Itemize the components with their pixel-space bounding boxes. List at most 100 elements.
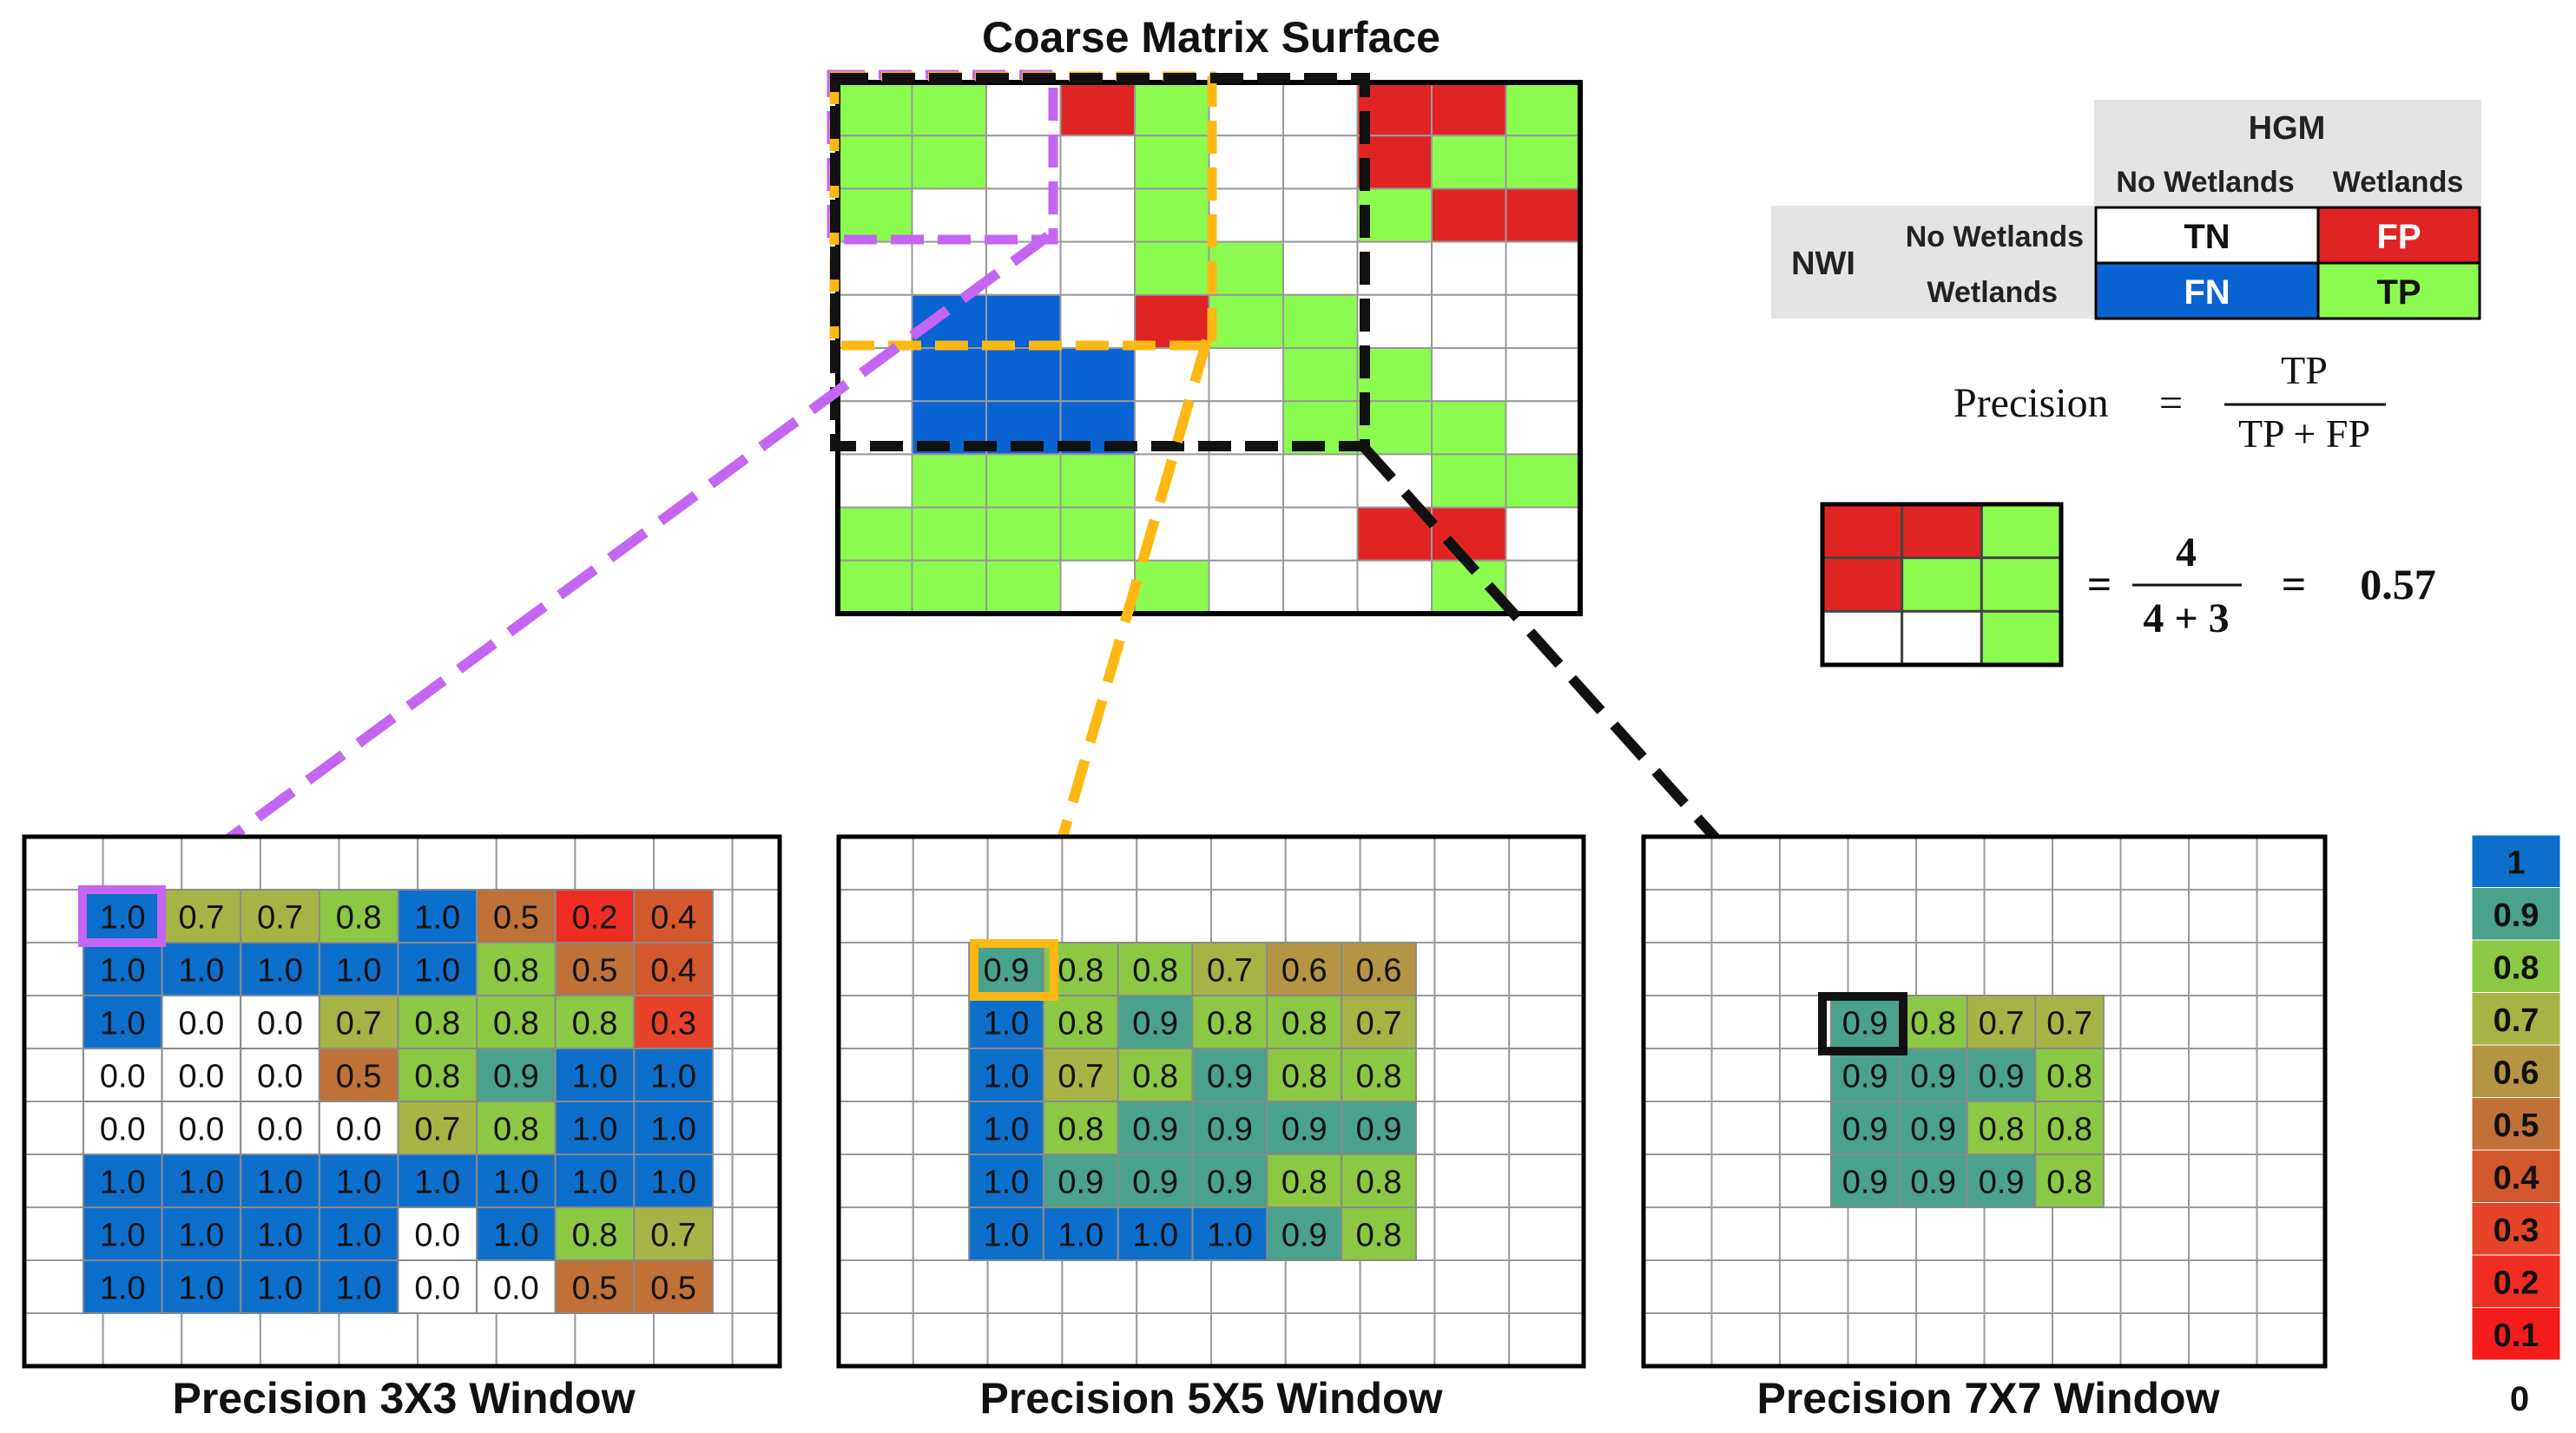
grid-cell <box>1779 836 1849 891</box>
precision-cell <box>397 942 478 996</box>
example-cell <box>1821 609 1904 667</box>
precision-cell <box>1117 1101 1194 1155</box>
grid-cell <box>1508 889 1584 943</box>
fn-cell <box>2094 261 2320 320</box>
grid-cell <box>731 1206 781 1261</box>
precision-value: 1.0 <box>572 1165 618 1201</box>
precision-cell <box>82 1206 163 1261</box>
grid-cell <box>181 1312 261 1367</box>
grid-cell <box>417 836 497 891</box>
precision-value: 0.9 <box>984 953 1030 989</box>
confusion-legend: HGM No Wetlands Wetlands NWI No Wetlands… <box>1771 100 2481 320</box>
grid-cell <box>838 1206 914 1261</box>
grid-cell <box>1508 1101 1584 1155</box>
coarse-cell <box>1208 135 1284 190</box>
precision-cell <box>318 1259 399 1314</box>
row-wetlands-label: Wetlands <box>1927 276 2058 309</box>
precision-value: 0.9 <box>1910 1059 1956 1095</box>
formula-numerator: TP <box>2281 348 2328 392</box>
grid-cell <box>1359 1259 1436 1314</box>
coarse-cell <box>1431 187 1507 243</box>
formula-denominator: TP + FP <box>2238 411 2370 456</box>
precision-value: 1.0 <box>493 1218 539 1254</box>
precision-value: 0.0 <box>257 1059 303 1095</box>
grid-cell <box>2188 1101 2258 1155</box>
grid-cell <box>1508 1048 1584 1102</box>
coarse-cell <box>1282 187 1359 243</box>
grid-cell <box>1779 942 1849 996</box>
grid-cell <box>1643 1312 1713 1367</box>
precision-cell <box>1042 1101 1119 1155</box>
grid-cell <box>986 836 1064 891</box>
grid-cell <box>731 942 781 996</box>
grid-cell <box>1284 1259 1361 1314</box>
coarse-cell <box>1282 82 1359 137</box>
grid-cell <box>2188 995 2258 1049</box>
coarse-cell <box>1059 506 1136 562</box>
grid-cell <box>731 1154 781 1208</box>
precision-value: 0.9 <box>1281 1112 1328 1148</box>
grid-cell <box>838 1312 914 1367</box>
coarse-cell <box>985 347 1062 403</box>
coarse-cell <box>1505 187 1581 243</box>
precision-value: 0.8 <box>2046 1059 2092 1095</box>
grid-cell <box>1359 889 1436 943</box>
precision-value: 1.0 <box>257 953 303 989</box>
precision-value: 0.9 <box>1132 1165 1178 1201</box>
grid-cell <box>1643 836 1713 891</box>
precision-cell <box>240 1206 320 1261</box>
precision-cell <box>318 995 399 1049</box>
precision-value: 1.0 <box>336 1165 382 1201</box>
grid-cell <box>731 1101 781 1155</box>
precision-value: 0.8 <box>1356 1218 1402 1254</box>
grid-cell <box>1847 942 1917 996</box>
grid-cell <box>1508 1206 1584 1261</box>
precision-cell <box>1117 1154 1194 1208</box>
coarse-cell <box>1505 347 1581 403</box>
precision-cell <box>633 1206 714 1261</box>
coarse-cell <box>1431 240 1507 296</box>
grid-cell <box>838 942 914 996</box>
grid-cell <box>2119 1259 2190 1314</box>
precision-cell <box>161 1101 242 1155</box>
grid-cell <box>2188 942 2258 996</box>
precision-value: 0.7 <box>1057 1059 1104 1095</box>
grid-cell <box>1779 1259 1849 1314</box>
precision-value: 1.0 <box>414 1165 460 1201</box>
precision-cell <box>82 1259 163 1314</box>
precision-value: 0.9 <box>1910 1112 1956 1148</box>
colorbar-label: 0.5 <box>2494 1108 2540 1144</box>
grid-cell <box>1847 1206 1917 1261</box>
coarse-cell <box>1282 135 1359 190</box>
precision-value: 0.9 <box>1057 1165 1104 1201</box>
precision-value: 1.0 <box>100 1271 146 1307</box>
precision-cell <box>2034 1101 2105 1155</box>
coarse-cell <box>1208 240 1284 296</box>
example-cell <box>1901 503 1983 560</box>
coarse-cell <box>1059 240 1136 296</box>
highlight-5x5-cell <box>970 939 1058 1001</box>
grid-cell <box>1915 1312 1986 1367</box>
precision-value: 0.8 <box>2046 1165 2092 1201</box>
grid-cell <box>2119 836 2190 891</box>
precision-cell <box>318 1206 399 1261</box>
grid-cell <box>1359 1312 1436 1367</box>
precision-value: 1.0 <box>100 1165 146 1201</box>
precision-cell <box>968 1101 1044 1155</box>
precision-value: 0.8 <box>572 1006 618 1042</box>
precision-value: 0.9 <box>493 1059 539 1095</box>
grid-cell <box>1643 1101 1713 1155</box>
coarse-cell <box>1134 559 1210 615</box>
grid-cell <box>1508 942 1584 996</box>
grid-cell <box>1433 1048 1511 1102</box>
coarse-cell <box>1505 135 1581 190</box>
precision-value: 1.0 <box>650 1165 696 1201</box>
window-7x7-outline <box>830 73 1370 451</box>
grid-cell <box>1915 942 1986 996</box>
grid-cell <box>838 1048 914 1102</box>
tn-label: TN <box>2184 218 2230 256</box>
precision-value: 1.0 <box>984 1218 1030 1254</box>
precision-value: 1.0 <box>100 1218 146 1254</box>
precision-cell <box>240 1154 320 1208</box>
